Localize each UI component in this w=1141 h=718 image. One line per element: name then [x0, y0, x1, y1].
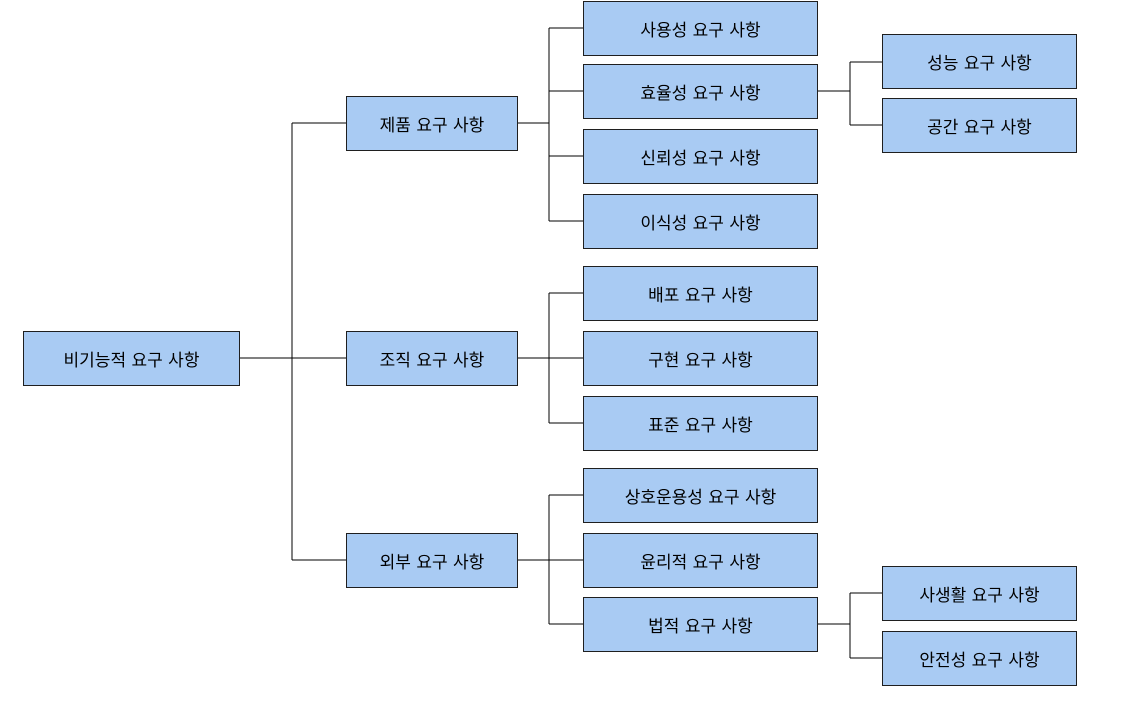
node-space-requirements: 공간 요구 사항 [882, 98, 1077, 153]
node-efficiency-requirements: 효율성 요구 사항 [583, 64, 818, 119]
node-organizational-requirements: 조직 요구 사항 [346, 331, 518, 386]
node-ethical-requirements: 윤리적 요구 사항 [583, 533, 818, 588]
node-legal-requirements: 법적 요구 사항 [583, 597, 818, 652]
node-portability-requirements: 이식성 요구 사항 [583, 194, 818, 249]
node-reliability-requirements: 신뢰성 요구 사항 [583, 129, 818, 184]
node-external-requirements: 외부 요구 사항 [346, 533, 518, 588]
node-interoperability-requirements: 상호운용성 요구 사항 [583, 468, 818, 523]
node-standards-requirements: 표준 요구 사항 [583, 396, 818, 451]
node-product-requirements: 제품 요구 사항 [346, 96, 518, 151]
node-usability-requirements: 사용성 요구 사항 [583, 1, 818, 56]
node-performance-requirements: 성능 요구 사항 [882, 34, 1077, 89]
node-delivery-requirements: 배포 요구 사항 [583, 266, 818, 321]
node-nonfunctional-requirements: 비기능적 요구 사항 [23, 331, 240, 386]
node-safety-requirements: 안전성 요구 사항 [882, 631, 1077, 686]
node-privacy-requirements: 사생활 요구 사항 [882, 566, 1077, 621]
node-implementation-requirements: 구현 요구 사항 [583, 331, 818, 386]
